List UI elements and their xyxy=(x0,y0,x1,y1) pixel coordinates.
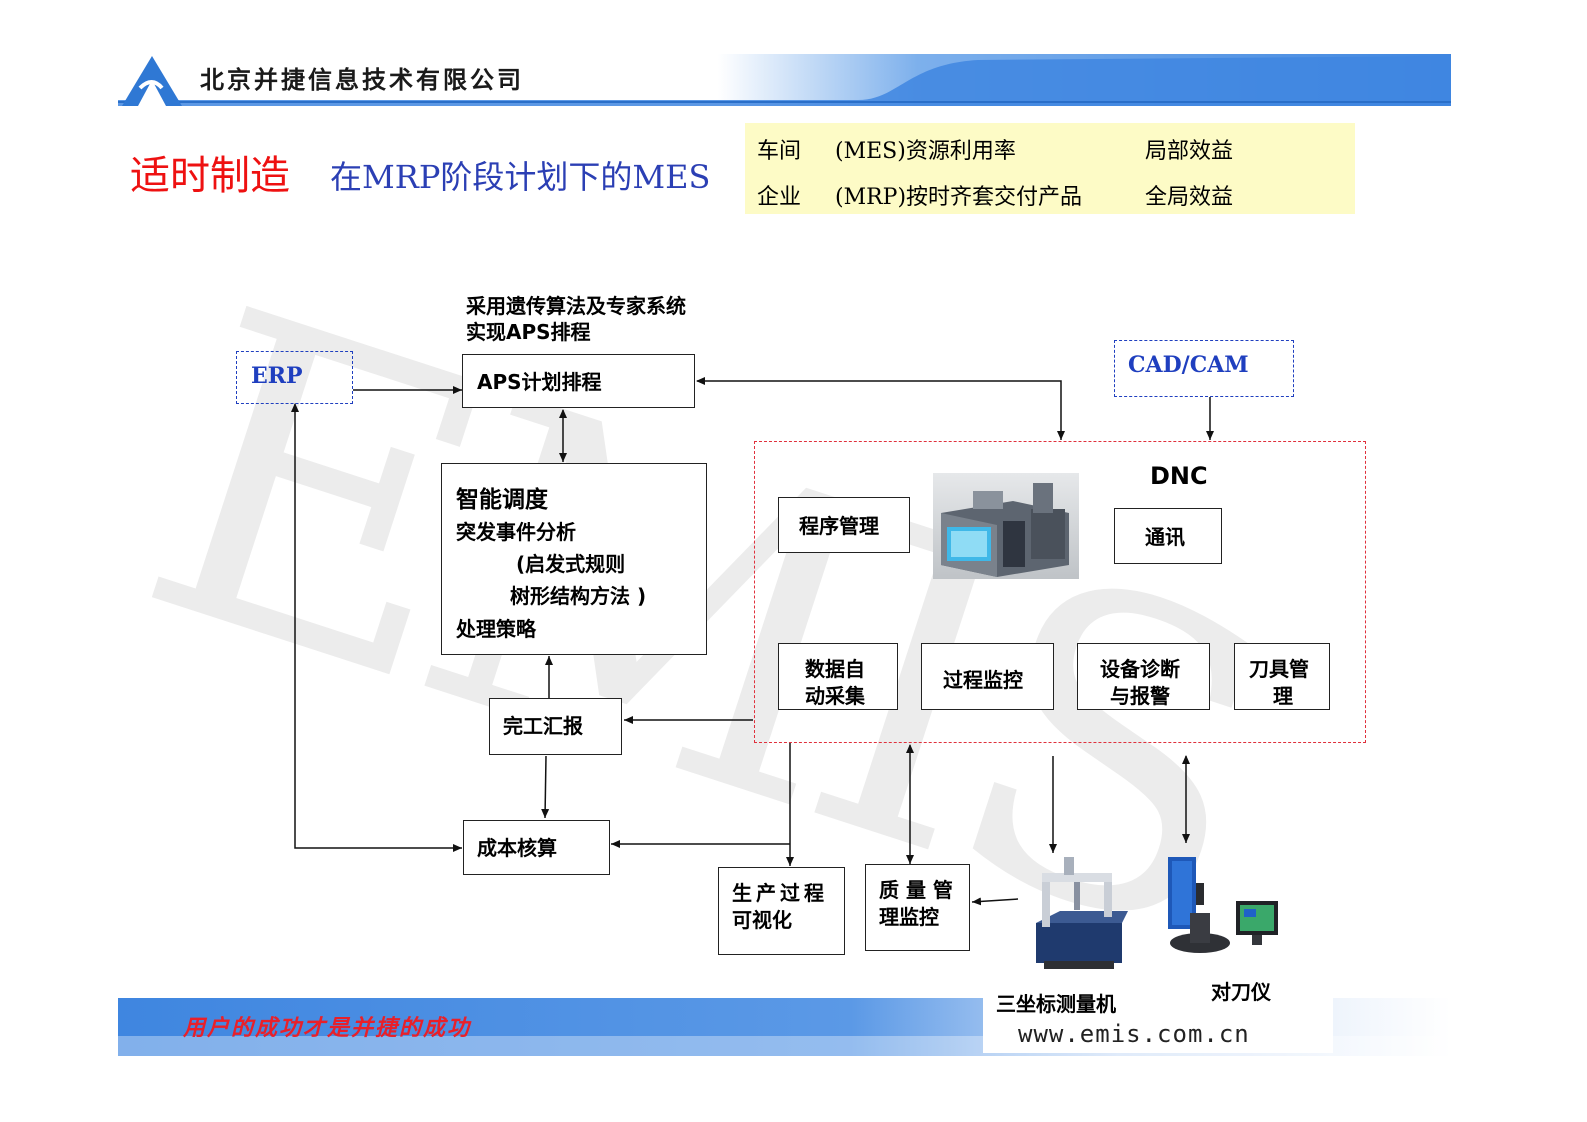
page-title: 适时制造 xyxy=(130,153,290,199)
dispatch-title: 智能调度 xyxy=(456,487,548,513)
erp-box: ERP xyxy=(236,351,353,404)
aps-box: APS计划排程 xyxy=(462,354,695,408)
cadcam-label: CAD/CAM xyxy=(1128,352,1249,378)
cnc-machine-image xyxy=(933,473,1079,579)
tool-setter-image xyxy=(1168,857,1278,953)
table-cell: 局部效益 xyxy=(1145,139,1234,164)
dispatch-box: 智能调度 突发事件分析 (启发式规则 树形结构方法 ) 处理策略 xyxy=(441,463,707,655)
dispatch-line: 树形结构方法 ) xyxy=(510,584,647,608)
diag-alarm-line: 与报警 xyxy=(1110,684,1170,708)
cmm-label: 三坐标测量机 xyxy=(996,992,1116,1016)
table-cell: 车间 xyxy=(757,139,802,164)
production-visual-line: 生产过程 xyxy=(732,881,828,905)
quality-mgmt-line: 理监控 xyxy=(879,905,939,929)
benefit-table: 车间 (MES)资源利用率 局部效益 企业 (MRP)按时齐套交付产品 全局效益 xyxy=(745,123,1355,214)
table-cell: 企业 xyxy=(757,185,802,210)
quality-mgmt-line: 质 量 管 xyxy=(879,878,953,902)
table-cell: (MRP)按时齐套交付产品 xyxy=(835,185,1083,210)
completion-report-box: 完工汇报 xyxy=(489,698,622,755)
aps-note-line2: 实现APS排程 xyxy=(466,320,591,344)
program-mgmt-label: 程序管理 xyxy=(799,514,879,538)
comm-box: 通讯 xyxy=(1114,508,1222,564)
diag-alarm-line: 设备诊断 xyxy=(1100,657,1180,681)
process-monitor-label: 过程监控 xyxy=(943,668,1023,692)
footer-slogan: 用户的成功才是并捷的成功 xyxy=(183,1015,472,1041)
company-name: 北京并捷信息技术有限公司 xyxy=(200,65,524,94)
dispatch-line: 突发事件分析 xyxy=(456,520,576,544)
dnc-label: DNC xyxy=(1150,462,1208,490)
cmm-machine-image xyxy=(1036,857,1128,969)
process-monitor-box: 过程监控 xyxy=(921,643,1054,710)
tool-mgmt-box: 刀具管 理 xyxy=(1234,643,1330,710)
tool-mgmt-line: 理 xyxy=(1273,684,1293,708)
data-collect-box: 数据自 动采集 xyxy=(778,643,898,710)
cost-accounting-label: 成本核算 xyxy=(477,836,557,860)
cost-accounting-box: 成本核算 xyxy=(463,820,610,875)
comm-label: 通讯 xyxy=(1145,525,1185,549)
tool-mgmt-line: 刀具管 xyxy=(1249,657,1309,681)
table-cell: (MES)资源利用率 xyxy=(835,139,1016,164)
production-visual-line: 可视化 xyxy=(732,908,792,932)
footer-white-panel xyxy=(983,993,1333,1053)
dispatch-line: 处理策略 xyxy=(456,617,536,641)
diag-alarm-box: 设备诊断 与报警 xyxy=(1077,643,1210,710)
program-mgmt-box: 程序管理 xyxy=(778,497,910,553)
dnc-frame xyxy=(754,441,1366,743)
page-subtitle: 在MRP阶段计划下的MES xyxy=(330,158,711,196)
erp-label: ERP xyxy=(251,363,303,389)
cadcam-box: CAD/CAM xyxy=(1114,340,1294,397)
data-collect-line: 动采集 xyxy=(805,684,865,708)
footer-url: www.emis.com.cn xyxy=(1018,1020,1250,1048)
table-cell: 全局效益 xyxy=(1145,185,1234,210)
company-logo xyxy=(122,56,182,106)
data-collect-line: 数据自 xyxy=(805,657,865,681)
aps-label: APS计划排程 xyxy=(477,370,602,394)
dispatch-line: (启发式规则 xyxy=(516,552,626,576)
aps-note-line1: 采用遗传算法及专家系统 xyxy=(466,294,686,318)
tool-setter-label: 对刀仪 xyxy=(1211,980,1271,1004)
quality-mgmt-box: 质 量 管 理监控 xyxy=(865,864,970,951)
header-band xyxy=(118,54,1451,106)
completion-report-label: 完工汇报 xyxy=(503,714,583,738)
production-visual-box: 生产过程 可视化 xyxy=(718,867,845,955)
